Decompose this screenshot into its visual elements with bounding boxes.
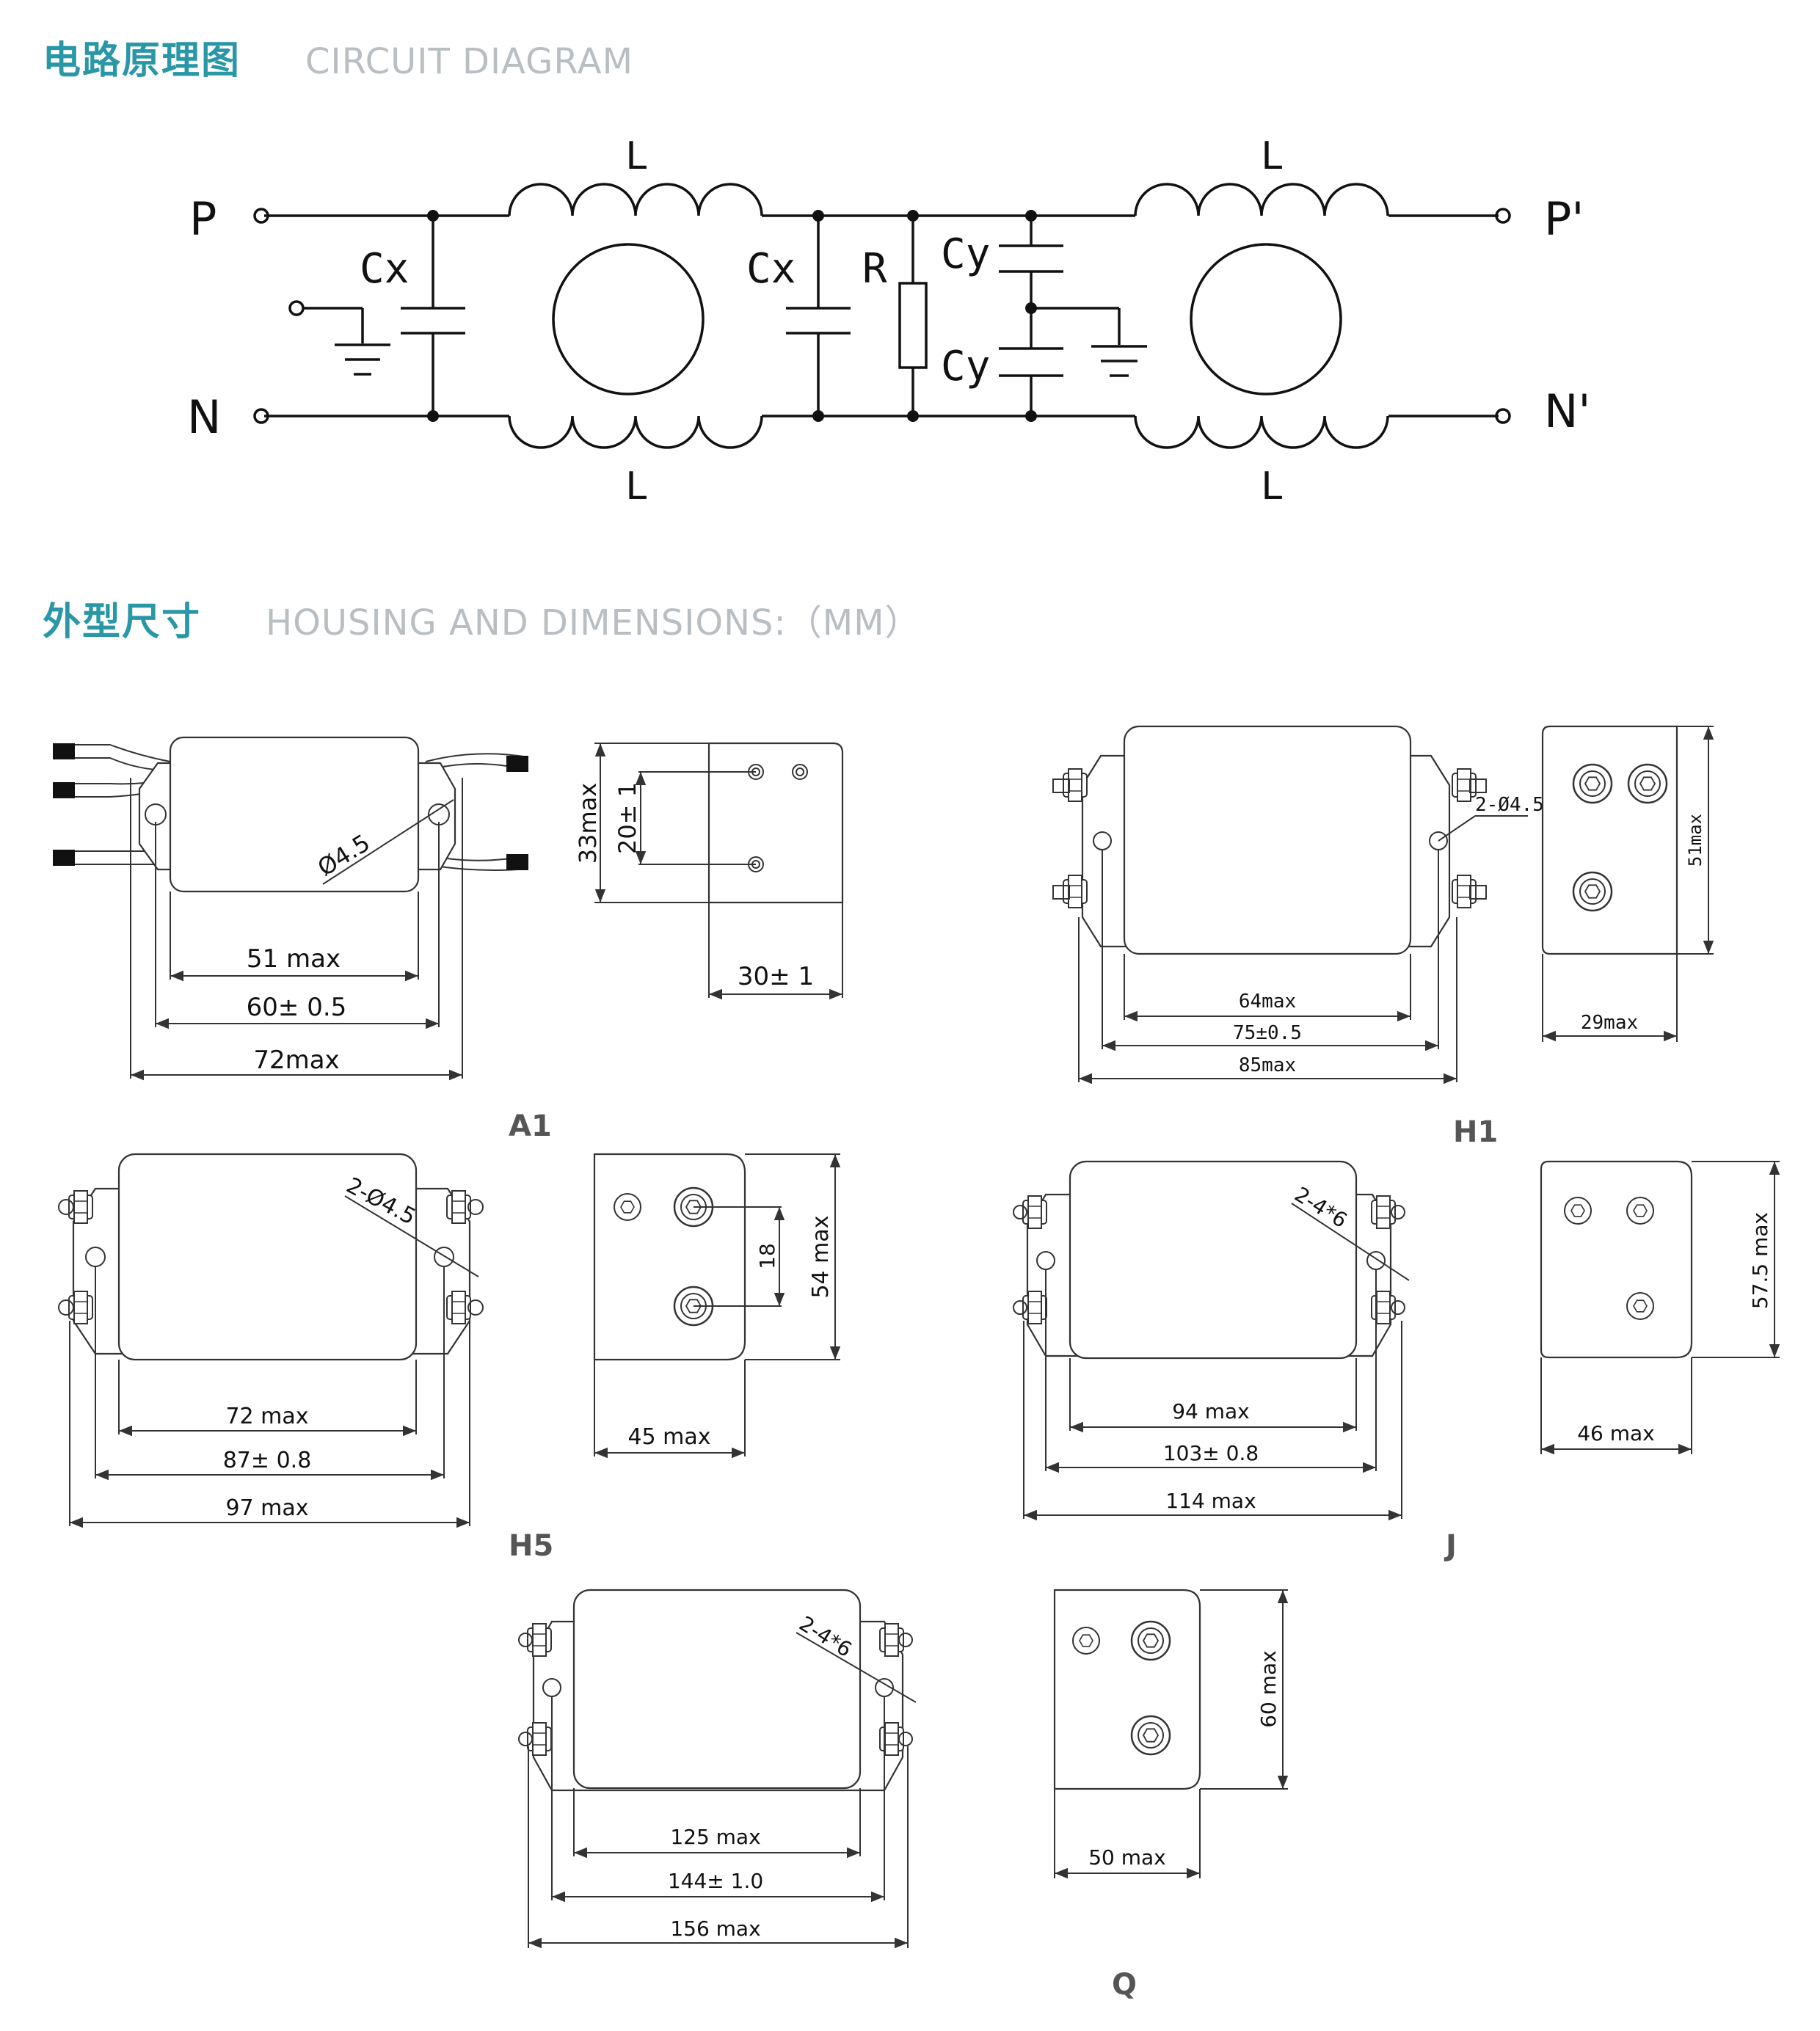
h1-dim-3: 85max <box>1239 1054 1296 1076</box>
q-height: 60 max <box>1256 1650 1281 1728</box>
h5-model-label: H5 <box>509 1529 553 1563</box>
j-height: 57.5 max <box>1748 1212 1772 1309</box>
circuit-title-cn: 电路原理图 <box>43 39 241 83</box>
terminal-n-out <box>1495 408 1511 424</box>
model-h5-side: 18 54 max 45 max <box>593 1153 841 1459</box>
j-dim-3: 114 max <box>1165 1489 1256 1513</box>
h1-height: 51max <box>1685 814 1706 867</box>
label-cx-middle: Cx <box>746 245 796 293</box>
label-cy-top: Cy <box>941 230 990 278</box>
label-l-3: L <box>1261 134 1284 178</box>
label-p-out: P' <box>1544 192 1584 246</box>
capacitor-cx-middle <box>786 216 851 416</box>
h5-dim-1: 72 max <box>225 1404 308 1429</box>
j-dim-2: 103± 0.8 <box>1163 1441 1259 1465</box>
model-h1-front: 2-Ø4.5 64max 75±0.5 85max <box>1052 725 1544 1084</box>
label-l-2: L <box>625 464 648 508</box>
h5-height: 54 max <box>808 1215 834 1298</box>
inductor-right-bottom <box>1134 415 1389 449</box>
inductor-left-top <box>508 183 763 216</box>
label-l-4: L <box>1261 464 1284 508</box>
q-model-label: Q <box>1112 1968 1137 2002</box>
h1-hole-dia: 2-Ø4.5 <box>1475 794 1544 816</box>
label-cy-bottom: Cy <box>941 343 990 390</box>
capacitor-cy-pair <box>999 216 1147 416</box>
inductor-right-top <box>1134 183 1389 216</box>
q-width: 50 max <box>1088 1845 1166 1870</box>
j-dim-1: 94 max <box>1172 1399 1250 1423</box>
housing-title-en: HOUSING AND DIMENSIONS:（MM） <box>266 602 921 643</box>
a1-height: 33max <box>574 783 602 864</box>
label-r: R <box>862 245 887 293</box>
circuit-schematic: P N P' N' L L L L Cx <box>187 134 1590 508</box>
h5-width: 45 max <box>627 1424 710 1450</box>
capacitor-cx-left <box>401 216 465 416</box>
a1-width: 30± 1 <box>738 962 814 991</box>
label-cx-left: Cx <box>360 245 409 293</box>
label-n-out: N' <box>1544 384 1590 438</box>
model-j-side: 57.5 max 46 max <box>1540 1160 1780 1455</box>
a1-dim-2: 60± 0.5 <box>247 993 347 1022</box>
a1-dim-3: 72max <box>253 1046 339 1075</box>
housing-title-cn: 外型尺寸 <box>43 600 202 644</box>
label-p: P <box>189 192 216 246</box>
a1-model-label: A1 <box>509 1109 552 1143</box>
model-q-front: 2-4*6 125 max 144± 1.0 156 max <box>518 1589 917 1949</box>
label-l-1: L <box>625 134 648 178</box>
q-dim-1: 125 max <box>670 1825 760 1849</box>
model-h1-side: 51max 29max <box>1541 725 1714 1042</box>
h5-pitch: 18 <box>755 1243 779 1269</box>
core-right <box>1190 243 1342 395</box>
h1-dim-2: 75±0.5 <box>1233 1022 1302 1044</box>
core-left <box>552 243 705 395</box>
model-j-front: 2-4*6 94 max 103± 0.8 114 max <box>1013 1160 1410 1521</box>
ground-left <box>288 300 390 376</box>
h5-dim-2: 87± 0.8 <box>223 1448 312 1473</box>
j-width: 46 max <box>1577 1421 1655 1445</box>
circuit-diagram-header: 电路原理图 CIRCUIT DIAGRAM <box>43 29 633 84</box>
a1-pitch: 20± 1 <box>614 782 641 854</box>
terminal-n <box>253 408 269 424</box>
model-a1-side: 33max 20± 1 30± 1 <box>574 742 844 1000</box>
model-q-side: 60 max 50 max <box>1053 1589 1289 1879</box>
circuit-title-en: CIRCUIT DIAGRAM <box>305 41 633 82</box>
a1-dim-1: 51 max <box>247 944 341 974</box>
q-dim-3: 156 max <box>670 1917 760 1941</box>
h1-dim-1: 64max <box>1239 991 1296 1013</box>
h5-dim-3: 97 max <box>225 1495 308 1521</box>
housing-header: 外型尺寸 HOUSING AND DIMENSIONS:（MM） <box>43 591 921 646</box>
model-h5-front: 2-Ø4.5 72 max 87± 0.8 97 max <box>58 1153 484 1528</box>
h1-width: 29max <box>1581 1012 1638 1034</box>
terminal-p <box>253 208 269 224</box>
label-n: N <box>187 390 221 444</box>
terminal-p-out <box>1495 208 1511 224</box>
inductor-left-bottom <box>508 415 763 449</box>
h1-model-label: H1 <box>1453 1115 1498 1149</box>
resistor-r <box>898 216 928 416</box>
q-dim-2: 144± 1.0 <box>668 1869 763 1893</box>
model-a1-front: Ø4.5 51 max 60± 0.5 72max <box>53 736 529 1081</box>
j-model-label: J <box>1444 1529 1457 1563</box>
